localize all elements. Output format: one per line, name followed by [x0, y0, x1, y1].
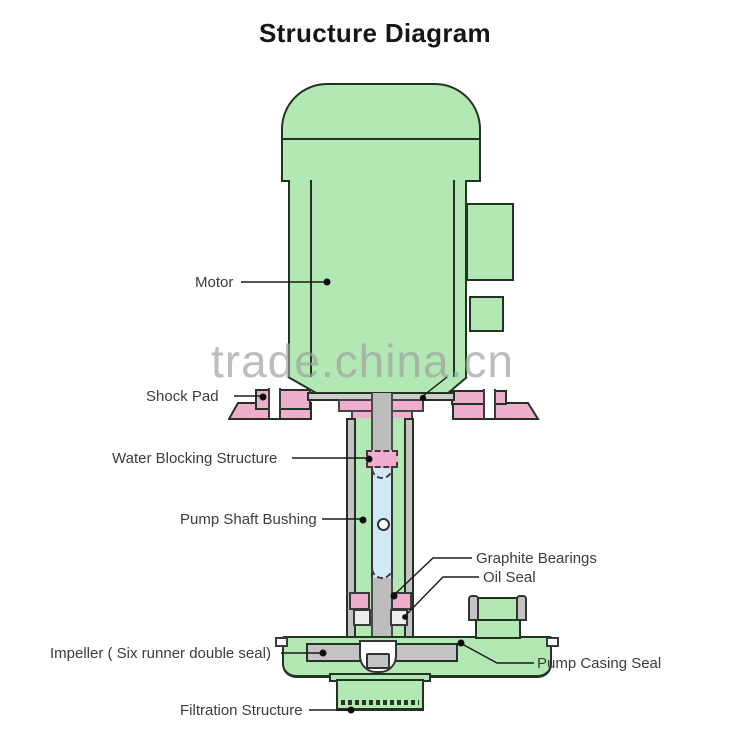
label-motor: Motor	[195, 274, 234, 291]
label-water-blocking-structure: Water Blocking Structure	[112, 450, 278, 467]
junction-box-large	[466, 203, 514, 281]
junction-box-small	[469, 296, 504, 332]
graphite-bearing-right	[391, 592, 412, 610]
motor-cap	[281, 83, 481, 140]
label-impeller: Impeller ( Six runner double seal)	[50, 645, 271, 662]
shock-pad-right-block	[451, 390, 507, 405]
motor-body	[288, 180, 467, 378]
label-graphite-bearings: Graphite Bearings	[476, 550, 597, 567]
bolt-slot-left	[268, 388, 281, 418]
label-pump-shaft-bushing: Pump Shaft Bushing	[180, 511, 317, 528]
motor-skirt	[287, 377, 468, 395]
oil-seal-right	[390, 609, 408, 626]
oil-seal-left	[353, 609, 371, 626]
casing-tab-right	[546, 637, 559, 647]
dashed-arc-top	[371, 466, 393, 479]
label-filtration-structure: Filtration Structure	[180, 702, 303, 719]
label-pump-casing-seal: Pump Casing Seal	[537, 655, 662, 672]
motor-seam-right	[453, 180, 455, 377]
filtration-box	[336, 679, 424, 711]
bushing-hole	[377, 518, 390, 531]
watermark-text: trade.china.cn	[211, 335, 514, 387]
discharge-port-strip-left	[468, 595, 479, 621]
graphite-bearing-left	[349, 592, 370, 610]
motor-band	[281, 138, 481, 182]
filtration-mesh	[341, 700, 419, 705]
label-oil-seal: Oil Seal	[483, 569, 536, 586]
diagram-title: Structure Diagram	[259, 18, 491, 48]
shock-pad-left-block	[255, 389, 311, 410]
discharge-port-upper	[477, 597, 519, 621]
bolt-slot-right	[483, 389, 496, 418]
motor-seam-left	[310, 180, 312, 377]
discharge-port-lower	[475, 619, 521, 639]
dashed-arc-bottom	[371, 566, 393, 579]
discharge-port-strip-right	[516, 595, 527, 621]
label-shock-pad: Shock Pad	[146, 388, 219, 405]
casing-tab-left	[275, 637, 288, 647]
shaft-nut	[366, 653, 390, 669]
